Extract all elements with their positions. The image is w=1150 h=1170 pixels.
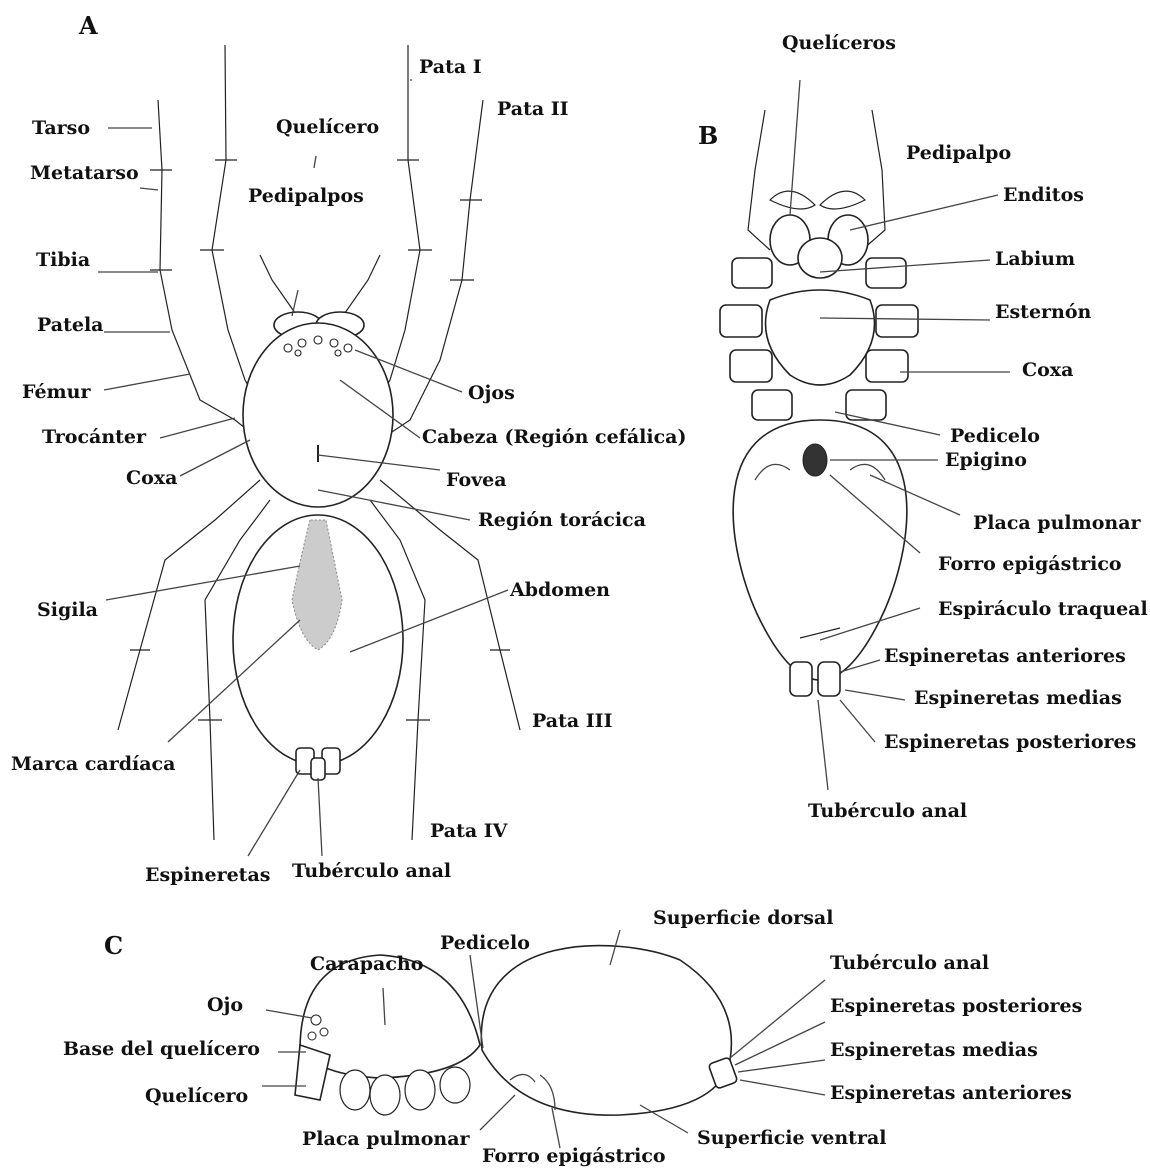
label-pata-i: Pata I <box>419 58 482 77</box>
label-sigila: Sigila <box>37 601 98 620</box>
label-labium: Labium <box>995 250 1075 269</box>
label-carapacho: Carapacho <box>310 955 423 974</box>
label-pata-iv: Pata IV <box>430 822 507 841</box>
label-espiraculo-traqueal: Espiráculo traqueal <box>938 600 1148 619</box>
abdomen-c-shape <box>481 946 731 1116</box>
pedipalp-right <box>340 255 380 320</box>
label-espineretas-anteriores-c: Espineretas anteriores <box>830 1084 1072 1103</box>
label-espineretas-medias-b: Espineretas medias <box>914 689 1122 708</box>
label-marca-cardiaca: Marca cardíaca <box>11 755 175 774</box>
label-pata-ii: Pata II <box>497 100 569 119</box>
label-placa-pulmonar-b: Placa pulmonar <box>973 514 1141 533</box>
label-tarso: Tarso <box>32 119 90 138</box>
label-espineretas-posteriores-b: Espineretas posteriores <box>884 733 1136 752</box>
label-espineretas-medias-c: Espineretas medias <box>830 1041 1038 1060</box>
label-espineretas-anteriores-b: Espineretas anteriores <box>884 647 1126 666</box>
label-espineretas-posteriores-c: Espineretas posteriores <box>830 997 1082 1016</box>
sternum-shape <box>766 290 875 385</box>
label-esternon: Esternón <box>995 303 1091 322</box>
label-forro-epigastrico-b: Forro epigástrico <box>938 555 1122 574</box>
label-superficie-dorsal: Superficie dorsal <box>653 909 833 928</box>
label-fovea: Fovea <box>446 471 507 490</box>
label-abdomen: Abdomen <box>510 581 610 600</box>
label-espineretas: Espineretas <box>145 866 270 885</box>
panel-label-b: B <box>698 124 718 148</box>
label-queliceros: Quelíceros <box>782 34 896 53</box>
label-tuberculo-anal-a: Tubérculo anal <box>292 862 451 881</box>
label-coxa-a: Coxa <box>126 469 177 488</box>
label-enditos: Enditos <box>1003 186 1084 205</box>
label-pedicelo-b: Pedicelo <box>950 427 1040 446</box>
label-placa-pulmonar-c: Placa pulmonar <box>302 1130 470 1149</box>
label-tibia: Tibia <box>36 251 90 270</box>
label-base-quelicero: Base del quelícero <box>63 1040 260 1059</box>
panel-label-c: C <box>104 934 123 958</box>
label-metatarso: Metatarso <box>30 164 139 183</box>
ventral-view-drawing <box>720 110 918 696</box>
carapace-shape <box>243 323 393 507</box>
label-pedipalpo: Pedipalpo <box>906 144 1011 163</box>
label-pata-iii: Pata III <box>532 712 612 731</box>
label-trocanter: Trocánter <box>42 428 146 447</box>
label-pedipalpos: Pedipalpos <box>248 187 364 206</box>
label-tuberculo-anal-c: Tubérculo anal <box>830 954 989 973</box>
label-region-toracica: Región torácica <box>478 511 646 530</box>
label-coxa-b: Coxa <box>1022 361 1073 380</box>
label-ojos: Ojos <box>468 384 515 403</box>
label-cabeza: Cabeza (Región cefálica) <box>422 428 686 447</box>
panel-label-a: A <box>79 14 98 38</box>
label-tuberculo-anal-b: Tubérculo anal <box>808 802 967 821</box>
label-forro-epigastrico-c: Forro epigástrico <box>482 1147 666 1166</box>
label-femur: Fémur <box>22 383 90 402</box>
label-quelicero-a: Quelícero <box>276 118 379 137</box>
label-pedicelo-c: Pedicelo <box>440 934 530 953</box>
label-quelicero-c: Quelícero <box>145 1087 248 1106</box>
pedipalp-left <box>260 255 300 320</box>
label-epigino: Epigino <box>945 451 1027 470</box>
pedipalp-b-left <box>748 110 770 250</box>
label-superficie-ventral: Superficie ventral <box>697 1129 886 1148</box>
label-ojo: Ojo <box>207 996 243 1015</box>
label-patela: Patela <box>37 316 103 335</box>
